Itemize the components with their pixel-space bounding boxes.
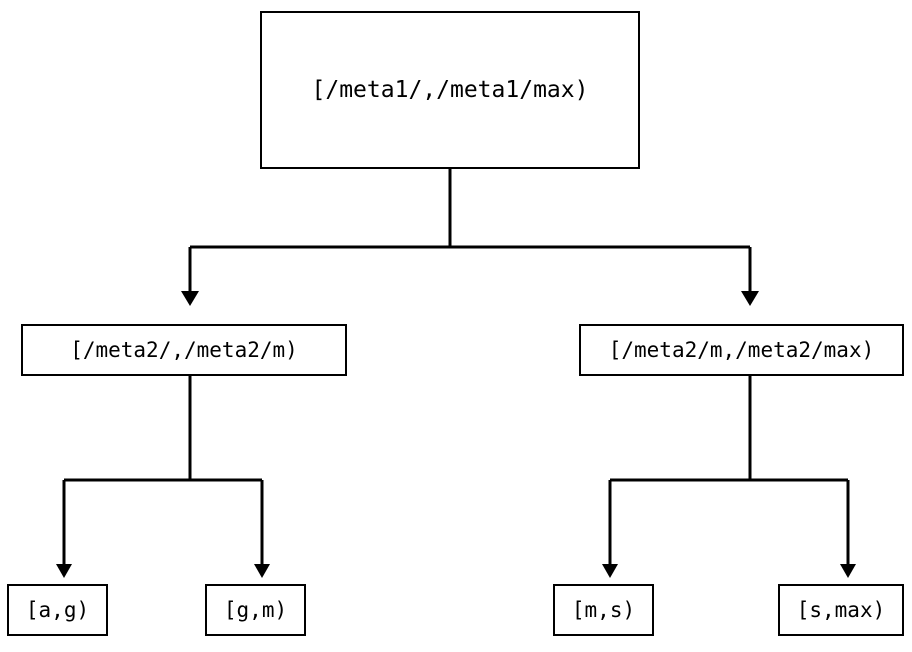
arrowhead-to-leaf1: [254, 564, 270, 578]
tree-leaf-node[interactable]: [s,max): [778, 584, 904, 636]
tree-leaf-node[interactable]: [m,s): [553, 584, 654, 636]
arrowhead-to-leaf3: [840, 564, 856, 578]
arrowhead-to-leaf0: [56, 564, 72, 578]
tree-node-root[interactable]: [/meta1/,/meta1/max): [260, 11, 640, 169]
arrowhead-to-mid-left: [181, 291, 199, 306]
tree-leaf-node[interactable]: [a,g): [7, 584, 108, 636]
tree-leaf-node[interactable]: [g,m): [205, 584, 306, 636]
arrowhead-to-leaf2: [602, 564, 618, 578]
tree-node-mid-left[interactable]: [/meta2/,/meta2/m): [21, 324, 347, 376]
tree-node-mid-right[interactable]: [/meta2/m,/meta2/max): [579, 324, 904, 376]
arrowhead-to-mid-right: [741, 291, 759, 306]
